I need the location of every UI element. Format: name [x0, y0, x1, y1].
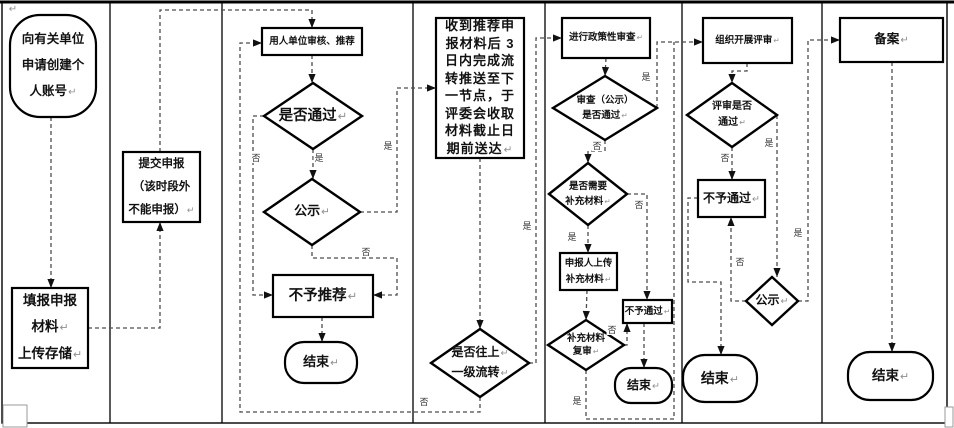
not-recommend-box-shape [271, 273, 375, 319]
stray-return-mark-1: ↵ [8, 4, 18, 15]
arrowhead-need-no-to-fail5 [643, 291, 651, 300]
arrowhead-pass1-no-to-noreco [264, 291, 273, 299]
filing-box-shape [838, 16, 945, 64]
arrowhead-pub1-yes-to-receive [427, 84, 436, 92]
submit-declaration-box-shape [121, 150, 202, 224]
arrowhead-record-to-end7 [888, 343, 896, 352]
branch-label-no-15: 否 [734, 257, 746, 267]
edge-pub6-no-to-fail6 [730, 217, 746, 302]
receive-and-forward-box-shape [434, 16, 526, 160]
branch-label-no-13: 否 [719, 153, 731, 163]
arrowhead-submit-to-employer [308, 19, 316, 28]
edge-fill-to-submit [88, 222, 161, 329]
end-terminator-lane5-shape [613, 366, 674, 405]
arrowhead-start-to-fill [47, 279, 55, 288]
end-terminator-lane7-shape [846, 350, 935, 402]
edge-pub1-yes-to-receive [360, 87, 436, 213]
employer-review-box-shape [260, 26, 364, 57]
arrowhead-pub6-no-to-fail6 [727, 217, 735, 226]
branch-label-no-8: 否 [591, 141, 603, 151]
arrowhead-noreco-to-end3 [318, 333, 326, 342]
supplement-recheck-decision-shape [545, 318, 627, 372]
edge-pub6-yes-to-record [798, 39, 840, 302]
branch-label-yes-5: 是 [521, 221, 533, 231]
start-terminator-shape [8, 13, 98, 119]
policy-review-box-shape [560, 16, 652, 60]
arrowhead-organize-to-pass6 [728, 74, 736, 83]
fill-report-materials-box-shape [10, 286, 90, 370]
review-publicity-pass-decision-shape [550, 74, 660, 142]
branch-label-no-4: 否 [360, 247, 372, 257]
arrowhead-updec-yes-to-policy [553, 34, 562, 42]
branch-label-no-1: 否 [250, 153, 262, 163]
arrowhead-check-no-to-need [584, 154, 592, 163]
branch-label-yes-2: 是 [313, 153, 325, 163]
arrowhead-check-yes-to-organize [694, 38, 703, 46]
arrowhead-fail5-to-end5 [640, 359, 648, 368]
forward-up-level-decision-shape [428, 327, 532, 399]
arrowhead-policy-to-check [601, 66, 610, 76]
edge-updec-no-loop-to-employer [239, 42, 481, 413]
arrowhead-updec-no-loop-to-employer [253, 39, 262, 47]
branch-label-yes-3: 是 [382, 141, 394, 151]
arrowhead-pub6-yes-to-record [831, 36, 840, 44]
edge-organize-to-pass6 [731, 63, 748, 83]
review-pass-decision-shape [684, 81, 780, 149]
branch-label-no-11: 否 [606, 325, 618, 335]
publicity-decision-shape [261, 177, 363, 247]
arrowhead-receive-to-updec [476, 320, 484, 329]
branch-label-no-6: 否 [418, 397, 430, 407]
branch-label-yes-7: 是 [640, 72, 652, 82]
edge-fail6-to-end6 [687, 197, 722, 355]
arrowhead-pass6-yes-to-pub6 [773, 268, 781, 277]
corner-artifact-box-2 [944, 406, 954, 428]
arrowhead-recheck-no-to-fail5 [623, 323, 631, 332]
arrowhead-fill-to-submit [156, 222, 164, 231]
publicity-decision-lane6-shape [744, 275, 800, 327]
edge-check-yes-to-organize [656, 41, 703, 108]
arrowhead-employer-to-pass1 [308, 74, 316, 83]
upload-supplement-box-shape [558, 251, 619, 292]
edge-pass1-no-to-noreco [252, 115, 273, 296]
arrowhead-pass6-no-to-fail6 [728, 171, 736, 180]
edge-upload-to-recheck [585, 289, 588, 321]
branch-label-yes-14: 是 [763, 138, 775, 148]
end-terminator-lane6-shape [681, 353, 759, 404]
arrowhead-upload-to-recheck [582, 310, 590, 320]
arrowhead-pub1-no-to-noreco [373, 291, 382, 299]
not-pass-box-lane6-shape [696, 178, 767, 219]
branch-label-yes-12: 是 [571, 396, 583, 406]
pass-or-not-decision-shape [261, 81, 365, 151]
end-terminator-lane3-shape [283, 340, 359, 385]
corner-artifact-box-1 [2, 404, 28, 428]
arrowhead-need-yes-to-upload [584, 244, 592, 253]
need-supplement-decision-shape [547, 161, 629, 227]
not-pass-box-lane5-shape [621, 298, 674, 325]
arrowhead-pass1-yes-to-pub1 [309, 170, 317, 179]
edge-updec-yes-to-policy [529, 37, 562, 364]
arrowhead-fail6-to-end6 [717, 346, 725, 355]
edge-recheck-yes-to-organize [585, 42, 675, 420]
branch-label-yes-16: 是 [792, 228, 804, 238]
branch-label-no-9: 否 [633, 200, 645, 210]
organize-review-box-shape [701, 16, 794, 65]
edge-pub1-no-to-noreco [311, 245, 398, 296]
branch-label-yes-10: 是 [566, 232, 578, 242]
